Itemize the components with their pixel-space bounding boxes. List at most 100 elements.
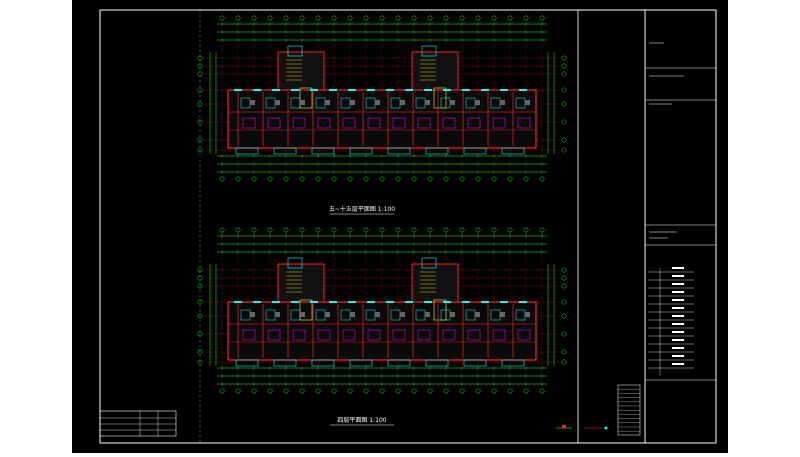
axis-bubble-icon xyxy=(561,299,567,305)
sheet-border xyxy=(99,9,717,444)
axis-bubble-icon xyxy=(427,176,433,182)
axis-bubble-icon xyxy=(561,275,567,281)
axis-bubble-icon xyxy=(251,176,257,182)
axis-bubble-icon xyxy=(197,299,203,305)
axis-bubble-icon xyxy=(379,15,385,21)
axis-bubble-icon xyxy=(459,15,465,21)
axis-bubble-icon xyxy=(283,227,289,233)
axis-bubble-icon xyxy=(395,227,401,233)
axis-bubble-icon xyxy=(219,176,225,182)
axis-bubble-icon xyxy=(197,71,203,77)
axis-bubble-icon xyxy=(315,388,321,394)
axis-bubble-icon xyxy=(197,137,203,143)
cad-drawing-sheet: 五~十五层平面图 1:100 四层平面图 1:100 xyxy=(72,0,728,453)
axis-bubble-icon xyxy=(507,15,513,21)
axis-bubble-icon xyxy=(315,176,321,182)
axis-bubble-icon xyxy=(491,227,497,233)
title-block xyxy=(644,9,717,444)
axis-bubble-icon xyxy=(427,15,433,21)
drawing-index-table xyxy=(617,384,641,436)
axis-bubble-icon xyxy=(331,227,337,233)
axis-bubble-icon xyxy=(561,71,567,77)
axis-bubble-icon xyxy=(395,388,401,394)
axis-bubble-icon xyxy=(363,227,369,233)
axis-bubble-icon xyxy=(507,176,513,182)
axis-bubble-icon xyxy=(411,176,417,182)
axis-bubble-icon xyxy=(331,176,337,182)
axis-bubble-icon xyxy=(267,176,273,182)
axis-bubble-icon xyxy=(561,283,567,289)
axis-bubble-icon xyxy=(251,15,257,21)
axis-bubble-icon xyxy=(443,388,449,394)
axis-bubble-icon xyxy=(219,227,225,233)
axis-bubble-icon xyxy=(443,15,449,21)
axis-bubble-icon xyxy=(475,176,481,182)
axis-bubble-icon xyxy=(459,388,465,394)
axis-bubble-icon xyxy=(427,388,433,394)
axis-bubble-icon xyxy=(459,227,465,233)
axis-bubble-icon xyxy=(561,147,567,153)
axis-bubble-icon xyxy=(539,227,545,233)
axis-bubble-icon xyxy=(219,15,225,21)
axis-bubble-icon xyxy=(491,176,497,182)
axis-bubble-icon xyxy=(235,227,241,233)
axis-bubble-icon xyxy=(539,388,545,394)
axis-bubble-icon xyxy=(235,15,241,21)
axis-bubble-icon xyxy=(561,63,567,69)
axis-bubble-icon xyxy=(491,15,497,21)
axis-bubble-icon xyxy=(523,15,529,21)
axis-bubble-icon xyxy=(267,388,273,394)
axis-bubble-icon xyxy=(197,147,203,153)
axis-bubble-icon xyxy=(315,227,321,233)
axis-bubble-icon xyxy=(561,101,567,107)
axis-bubble-icon xyxy=(283,176,289,182)
axis-bubble-icon xyxy=(411,388,417,394)
axis-bubble-icon xyxy=(331,388,337,394)
axis-bubble-icon xyxy=(283,15,289,21)
axis-bubble-icon xyxy=(347,388,353,394)
axis-bubble-icon xyxy=(523,176,529,182)
axis-bubble-icon xyxy=(299,176,305,182)
axis-bubble-icon xyxy=(283,388,289,394)
axis-bubble-icon xyxy=(561,313,567,319)
axis-bubble-icon xyxy=(299,227,305,233)
axis-bubble-icon xyxy=(197,359,203,365)
axis-bubble-icon xyxy=(523,388,529,394)
axis-bubble-icon xyxy=(363,388,369,394)
axis-bubble-icon xyxy=(197,275,203,281)
axis-bubble-icon xyxy=(539,15,545,21)
axis-bubble-icon xyxy=(235,388,241,394)
floor-plan-lower xyxy=(197,227,567,394)
axis-bubble-icon xyxy=(507,227,513,233)
axis-bubble-icon xyxy=(363,15,369,21)
axis-bubble-icon xyxy=(561,349,567,355)
axis-bubble-icon xyxy=(561,137,567,143)
axis-bubble-icon xyxy=(197,313,203,319)
axis-bubble-icon xyxy=(539,176,545,182)
axis-bubble-icon xyxy=(491,388,497,394)
axis-bubble-icon xyxy=(251,388,257,394)
axis-bubble-icon xyxy=(197,55,203,61)
plan-title-upper: 五~十五层平面图 1:100 xyxy=(329,205,395,215)
axis-bubble-icon xyxy=(443,176,449,182)
revision-table xyxy=(99,410,177,437)
axis-bubble-icon xyxy=(197,87,203,93)
section-legend-icon xyxy=(556,425,608,430)
axis-bubble-icon xyxy=(347,15,353,21)
axis-bubble-icon xyxy=(347,176,353,182)
axis-bubble-icon xyxy=(561,87,567,93)
axis-bubble-icon xyxy=(235,176,241,182)
floor-plan-upper xyxy=(197,15,567,182)
plan-title-lower: 四层平面图 1:100 xyxy=(330,417,394,426)
axis-bubble-icon xyxy=(475,15,481,21)
axis-bubble-icon xyxy=(197,101,203,107)
axis-bubble-icon xyxy=(197,267,203,273)
axis-bubble-icon xyxy=(219,388,225,394)
axis-bubble-icon xyxy=(197,331,203,337)
axis-bubble-icon xyxy=(561,55,567,61)
axis-bubble-icon xyxy=(299,388,305,394)
axis-bubble-icon xyxy=(561,119,567,125)
axis-bubble-icon xyxy=(299,15,305,21)
axis-bubble-icon xyxy=(395,176,401,182)
axis-bubble-icon xyxy=(267,227,273,233)
